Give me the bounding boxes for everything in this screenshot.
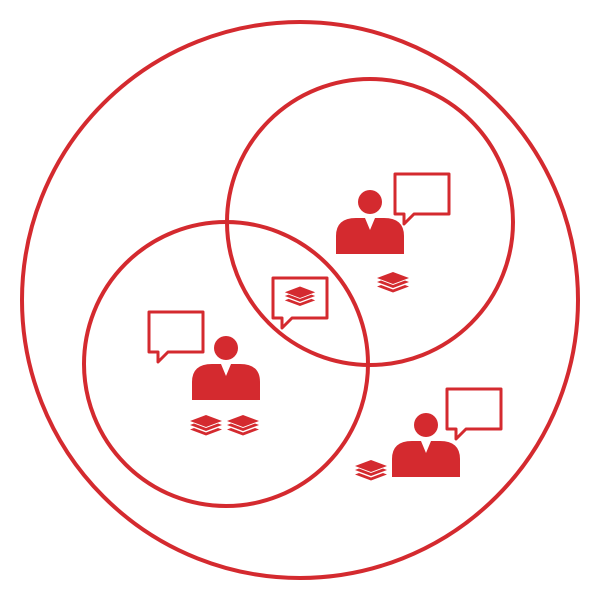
speech-bubble-icon	[271, 276, 329, 330]
speech-bubble-icon	[147, 310, 205, 364]
layers-stack-icon	[377, 272, 409, 293]
shared-item	[271, 276, 329, 330]
speech-bubble-icon	[393, 172, 451, 226]
layers-stack-icon	[355, 460, 387, 481]
layers-stack-icon	[227, 415, 259, 436]
outer-circle	[20, 20, 580, 580]
person-icon	[392, 413, 460, 477]
layers-stack-icon	[284, 286, 316, 307]
member-outside	[355, 413, 460, 481]
member-top-right	[336, 190, 409, 293]
group-circle-top-right	[225, 77, 515, 367]
layers-stack-icon	[190, 415, 222, 436]
speech-bubble-icon	[445, 387, 503, 441]
group-circle-left	[82, 220, 370, 508]
